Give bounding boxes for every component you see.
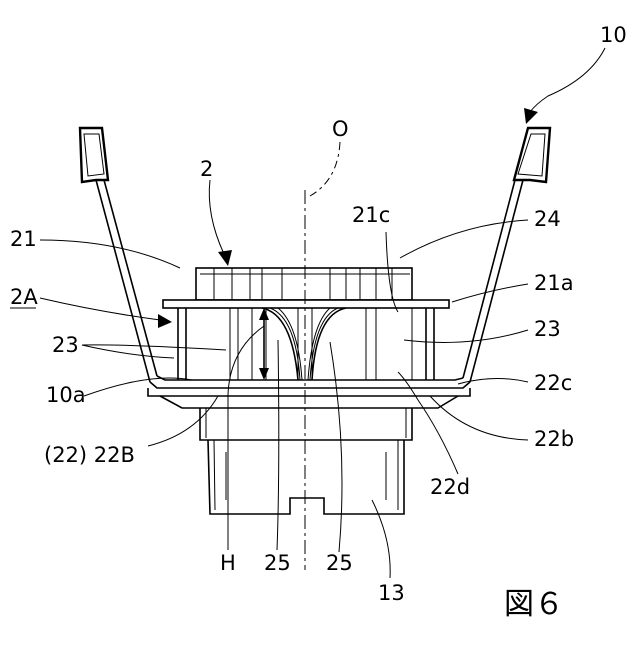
- top-cap-24: [196, 268, 412, 300]
- label-10a: 10a: [46, 383, 86, 407]
- label-22d: 22d: [430, 475, 470, 499]
- body-13: [208, 440, 404, 514]
- label-24: 24: [534, 207, 561, 231]
- label-2a: 2A: [10, 285, 38, 309]
- label-23-left: 23: [52, 333, 79, 357]
- base-flange: [148, 388, 470, 440]
- label-22b-main: (22) 22B: [44, 443, 135, 467]
- label-21: 21: [10, 227, 37, 251]
- label-2: 2: [200, 157, 213, 181]
- label-10: 10: [600, 23, 627, 47]
- label-h: H: [220, 551, 236, 575]
- label-25-right: 25: [326, 551, 353, 575]
- label-23-right: 23: [534, 317, 561, 341]
- holder-right-arm: [463, 128, 550, 382]
- label-21c: 21c: [352, 203, 390, 227]
- upper-plate-21: [163, 300, 449, 308]
- label-21a: 21a: [534, 271, 574, 295]
- label-o: O: [332, 117, 349, 141]
- label-13: 13: [378, 581, 405, 605]
- label-25-left: 25: [264, 551, 291, 575]
- label-22b: 22b: [534, 427, 574, 451]
- cage-23: [178, 308, 434, 380]
- vanes-25: [262, 308, 346, 380]
- label-22c: 22c: [534, 371, 572, 395]
- figure-number: 図６: [504, 587, 564, 622]
- height-arrow-h: [259, 308, 269, 380]
